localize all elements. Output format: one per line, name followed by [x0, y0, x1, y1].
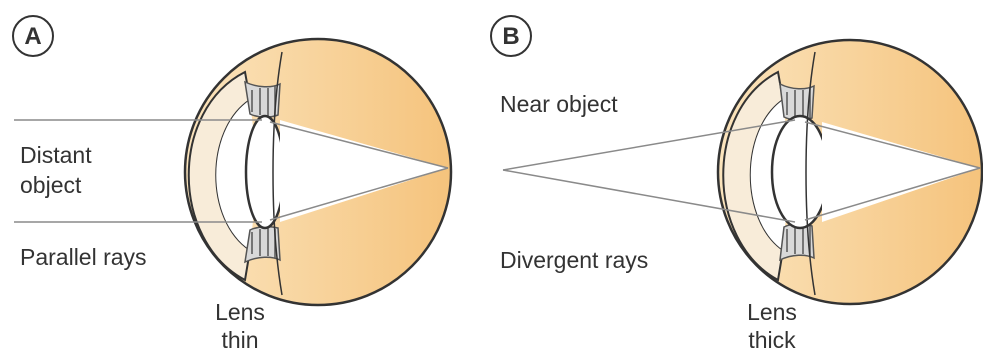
light-cone-a: [280, 120, 448, 222]
rays-b: [502, 119, 981, 223]
near-object-label: Near object: [500, 91, 618, 117]
lens-label-b-1: Lens: [747, 299, 797, 325]
lens-label-a-2: thin: [221, 327, 258, 353]
lens-thin: [244, 114, 286, 230]
parallel-rays-label: Parallel rays: [20, 244, 147, 270]
refracted-ray-b-top: [804, 121, 981, 169]
divergent-rays-label: Divergent rays: [500, 247, 648, 273]
refracted-ray-a-top: [269, 121, 449, 169]
lens-label-a-1: Lens: [215, 299, 265, 325]
ciliary-muscle-a-top: [244, 80, 281, 118]
distant-object-label-2: object: [20, 172, 82, 198]
refracted-ray-a-bottom: [269, 167, 449, 221]
lens-label-b-2: thick: [748, 327, 796, 353]
eye-a: [183, 37, 453, 307]
divergent-ray-top: [502, 119, 796, 171]
light-cone-b: [822, 122, 980, 222]
distant-object-label-1: Distant: [20, 142, 92, 168]
eye-b: [716, 38, 983, 306]
panel-b-letter: B: [502, 23, 519, 50]
refracted-ray-b-bottom: [804, 167, 981, 221]
panel-a-letter-badge: A: [12, 15, 54, 57]
panel-a: A: [12, 15, 453, 353]
panel-b-letter-badge: B: [490, 15, 532, 57]
panel-b: B Near object Dive: [490, 15, 983, 353]
rays-a: [14, 119, 449, 223]
divergent-ray-bottom: [502, 169, 796, 223]
panel-a-letter: A: [24, 23, 41, 50]
lens-thick: [770, 114, 830, 230]
ciliary-muscle-a-bottom: [244, 225, 281, 264]
